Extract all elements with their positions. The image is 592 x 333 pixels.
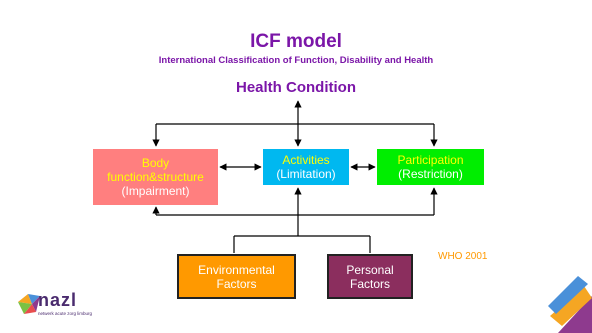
body-box-subheading: function&structure [107,170,204,184]
body-function-box: Body function&structure (Impairment) [93,149,218,205]
activities-box-qualifier: (Limitation) [276,167,336,181]
body-box-heading: Body [141,156,170,170]
corner-decoration-icon [548,276,592,333]
participation-box-qualifier: (Restriction) [398,167,463,181]
logo-wordmark: nazl [38,290,78,310]
personal-box-line2: Factors [349,276,390,291]
nazl-logo-icon [18,294,40,314]
participation-box: Participation (Restriction) [377,149,484,185]
source-label: WHO 2001 [438,251,488,262]
environmental-factors-box: Environmental Factors [177,254,296,299]
slide-subtitle: International Classification of Function… [158,55,434,66]
logo-tagline: netwerk acute zorg limburg [38,311,93,316]
slide-title: ICF model [250,31,342,52]
activities-box-heading: Activities [282,153,330,167]
health-condition-label: Health Condition [236,79,356,96]
environmental-box-line1: Environmental [198,262,275,277]
environmental-box-line2: Factors [216,276,257,291]
body-box-qualifier: (Impairment) [121,184,190,198]
activities-box: Activities (Limitation) [263,149,349,185]
participation-box-heading: Participation [397,153,464,167]
personal-box-line1: Personal [346,262,394,277]
personal-factors-box: Personal Factors [327,254,413,299]
